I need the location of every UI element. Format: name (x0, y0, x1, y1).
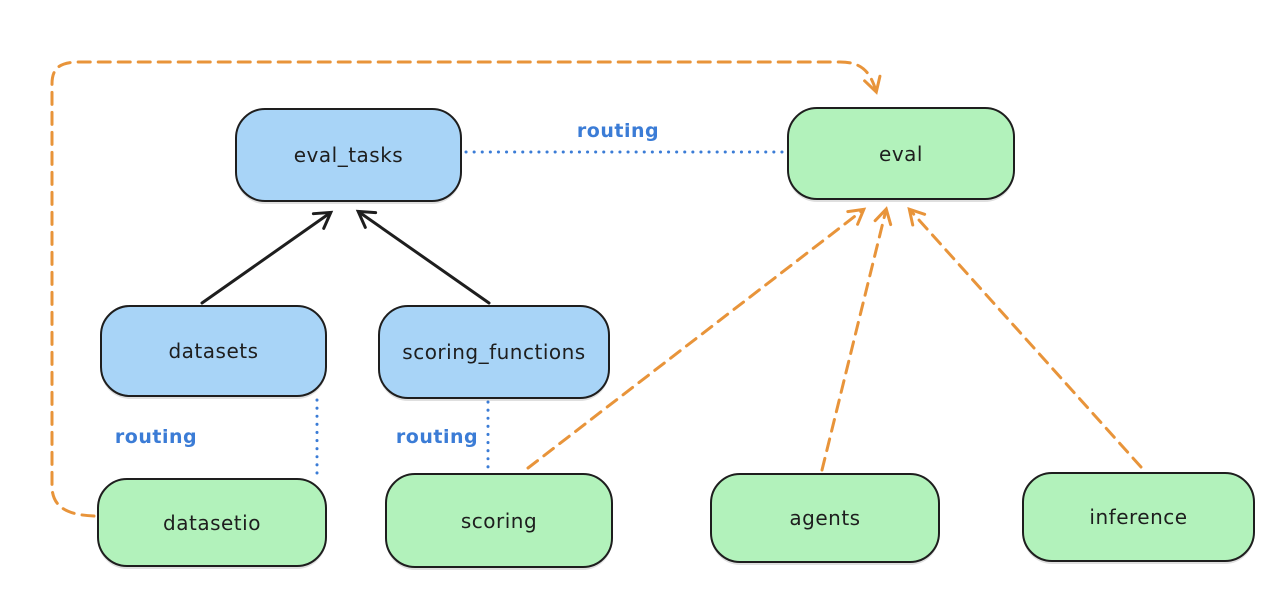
node-datasetio: datasetio (97, 478, 327, 567)
node-scoring-functions: scoring_functions (378, 305, 610, 399)
edge-agents-to-eval (820, 206, 893, 472)
node-datasetio-label: datasetio (163, 510, 261, 535)
edge-label-routing-datasets-datasetio: routing (114, 426, 198, 448)
edge-inference-to-eval (907, 207, 1143, 469)
node-datasets-label: datasets (168, 339, 259, 363)
node-datasets: datasets (100, 305, 327, 397)
node-scoring: scoring (385, 473, 613, 568)
edge-label-routing-scoring-functions-scoring: routing (395, 426, 479, 448)
edge-datasetio-to-eval (50, 60, 882, 518)
node-scoring-functions-label: scoring_functions (402, 340, 586, 364)
node-eval-label: eval (879, 141, 923, 166)
edge-scoring-to-eval (526, 207, 867, 470)
node-agents-label: agents (789, 506, 861, 530)
node-inference-label: inference (1089, 505, 1188, 529)
node-scoring-label: scoring (460, 508, 538, 533)
edge-datasets-to-eval-tasks (200, 210, 334, 305)
node-inference: inference (1022, 472, 1255, 562)
edge-label-routing-eval-tasks-eval: routing (576, 120, 660, 142)
node-eval-tasks-label: eval_tasks (293, 143, 404, 167)
node-eval-tasks: eval_tasks (235, 108, 462, 202)
edge-scoring-functions-to-eval-tasks (355, 209, 491, 305)
node-agents: agents (710, 473, 940, 563)
node-eval: eval (787, 107, 1015, 200)
